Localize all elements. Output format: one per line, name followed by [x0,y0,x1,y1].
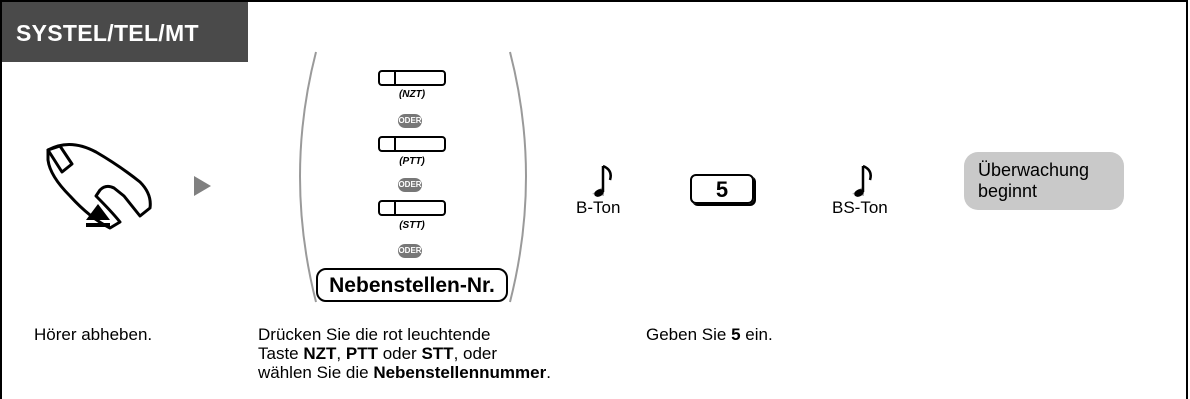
step3-caption: Geben Sie 5 ein. [646,325,773,344]
result-line-1: Überwachung [978,160,1090,180]
b-tone-label: B-Ton [576,198,621,217]
caption-digit: 5 [731,325,741,344]
extension-number-key[interactable]: Nebenstellen-Nr. [316,268,508,302]
next-step-arrow-icon [194,176,211,196]
stt-label: (STT) [399,220,425,231]
nzt-label: (NZT) [398,89,426,100]
ptt-button[interactable] [378,136,446,152]
bracket-left [299,51,317,303]
header-title: SYSTEL/TEL/MT [2,2,248,62]
caption-ptt: PTT [345,344,378,363]
handset-off-hook-icon [46,143,152,230]
caption-text: , oder [453,344,498,363]
caption-text: Taste [258,344,304,363]
bs-tone-label: BS-Ton [832,198,888,217]
digit-5-key[interactable]: 5 [690,174,754,204]
caption-stt: STT [421,344,454,363]
ptt-label: (PTT) [399,156,425,167]
step2-caption: Drücken Sie die rot leuchtende Taste NZT… [258,325,638,382]
caption-text: oder [377,344,422,363]
caption-extension-number: Nebenstellennummer [373,363,547,382]
bs-tone-note-icon [852,164,872,197]
b-tone-note-icon [592,164,612,197]
step1-caption: Hörer abheben. [34,325,153,344]
stt-button[interactable] [378,200,446,216]
monitoring-begins-badge: Überwachung beginnt [964,152,1124,210]
bracket-right [509,51,527,303]
caption-text: Geben Sie [646,325,732,344]
caption-text: , [336,344,346,363]
caption-text: . [546,363,551,382]
nzt-button[interactable] [378,70,446,86]
oder-badge-2: ODER [398,178,422,192]
oder-badge-3: ODER [398,244,422,258]
result-line-2: beginnt [978,181,1038,201]
oder-badge-1: ODER [398,114,422,128]
caption-text: ein. [740,325,773,344]
caption-text: wählen Sie die [258,363,374,382]
step2-caption-line1: Drücken Sie die rot leuchtende [258,325,491,344]
caption-nzt: NZT [303,344,337,363]
